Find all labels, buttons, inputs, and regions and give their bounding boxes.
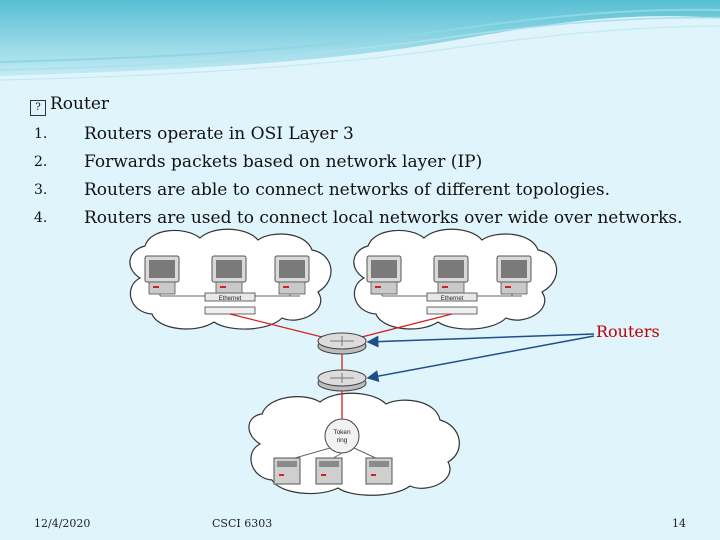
router-icon [317, 369, 367, 392]
header-wave-decoration [0, 0, 720, 81]
token-ring-label: ring [337, 437, 348, 444]
computer-icon [274, 255, 310, 295]
ethernet-label: Ethernet [219, 296, 242, 302]
hub-icon [426, 292, 478, 302]
arrow-to-router [366, 333, 595, 348]
server-icon [273, 457, 301, 485]
computer-icon [433, 255, 469, 295]
item-number: 1. [34, 126, 48, 142]
item-text: Routers operate in OSI Layer 3 [84, 124, 354, 144]
computer-icon [211, 255, 247, 295]
page-number: 14 [672, 517, 686, 530]
computer-icon [144, 255, 180, 295]
item-number: 4. [34, 210, 48, 226]
item-text: Routers are used to connect local networ… [84, 208, 683, 228]
item-number: 3. [34, 182, 48, 198]
item-text: Forwards packets based on network layer … [84, 152, 483, 172]
token-ring-label: Token [333, 429, 351, 436]
footer-course: CSCI 6303 [212, 517, 273, 530]
server-icon [365, 457, 393, 485]
footer-date: 12/4/2020 [34, 517, 91, 530]
computer-icon [496, 255, 532, 295]
item-number: 2. [34, 154, 48, 170]
bullet-icon: ? [30, 100, 46, 116]
hub-icon [426, 306, 478, 315]
token-ring-icon: Token ring [324, 418, 360, 454]
item-text: Routers are able to connect networks of … [84, 180, 611, 200]
routers-label: Routers [596, 322, 660, 341]
arrow-to-router [366, 335, 595, 382]
list-heading: ?Router [30, 94, 109, 116]
hub-icon [204, 292, 256, 302]
computer-icon [366, 255, 402, 295]
hub-icon [204, 306, 256, 315]
router-icon [317, 332, 367, 355]
server-icon [315, 457, 343, 485]
heading-text: Router [50, 94, 110, 114]
ethernet-label: Ethernet [441, 296, 464, 302]
